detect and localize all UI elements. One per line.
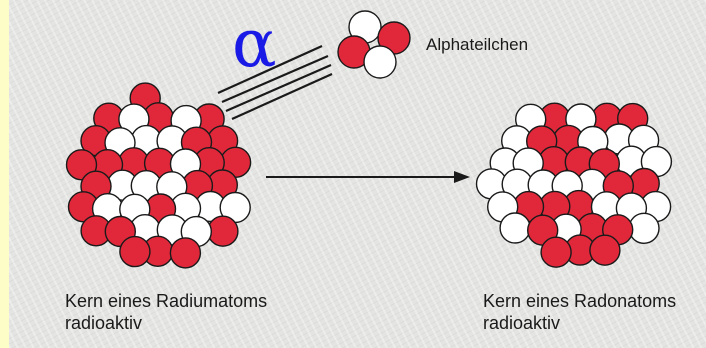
- radium-nucleon: [169, 237, 202, 269]
- alpha-particle-label: Alphateilchen: [426, 35, 529, 54]
- radium-caption-status: radioaktiv: [65, 313, 143, 333]
- radium-nucleon: [119, 235, 151, 268]
- alpha-particle: [337, 10, 411, 79]
- alpha-motion-lines: [217, 44, 333, 121]
- radon-nucleon: [540, 236, 572, 268]
- decay-arrow: [266, 171, 470, 183]
- alpha-symbol: α: [232, 5, 277, 82]
- alpha-neutron: [363, 45, 397, 79]
- radium-caption-title: Kern eines Radiumatoms: [65, 291, 268, 311]
- radium-caption: Kern eines Radiumatoms radioaktiv: [65, 290, 267, 334]
- radon-caption-title: Kern eines Radonatoms: [483, 291, 677, 311]
- radium-nucleus: [65, 82, 252, 269]
- radon-nucleus: [475, 102, 673, 268]
- radon-nucleon: [628, 212, 660, 245]
- radium-nucleon: [207, 215, 239, 247]
- radon-nucleon: [499, 212, 531, 244]
- radon-nucleon: [589, 234, 621, 266]
- radon-caption: Kern eines Radonatoms radioaktiv: [483, 290, 676, 334]
- radon-caption-status: radioaktiv: [483, 313, 561, 333]
